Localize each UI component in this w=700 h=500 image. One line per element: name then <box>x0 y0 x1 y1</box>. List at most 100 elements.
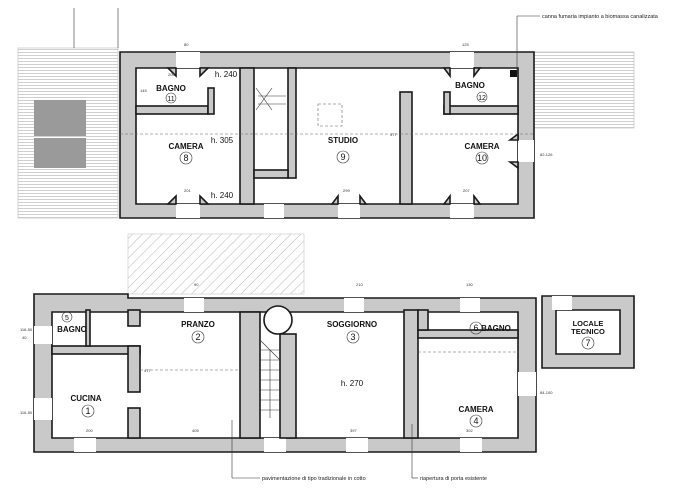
dimension-label: 201 <box>184 188 191 193</box>
room-height-soggiorno: h. 270 <box>341 379 364 388</box>
room-height-camera-8: h. 305 <box>211 136 234 145</box>
ground-staircase <box>259 339 281 418</box>
room-name-camera-4: CAMERA <box>458 405 493 414</box>
dimension-label: 84-100 <box>540 390 553 395</box>
window-splay <box>473 67 482 79</box>
door-gap <box>34 398 52 420</box>
room-number-circle <box>469 321 483 335</box>
room-name-camera-10: CAMERA <box>464 142 499 151</box>
ground-floor-plan: BAGNO 5 CUCINA 1 PRANZO 2 SOGGIORNO 3 h.… <box>20 282 635 482</box>
window-splay <box>442 67 451 79</box>
dimension-label: 116-50 <box>20 410 33 415</box>
dimension-label: 207 <box>463 188 470 193</box>
dimension-label: 477 <box>390 132 397 137</box>
room-number-5: 5 <box>65 315 69 322</box>
door-gap <box>346 438 368 452</box>
room-name-studio-9: STUDIO <box>328 136 358 145</box>
room-number-1: 1 <box>85 406 90 416</box>
room-name-camera-8: CAMERA <box>168 142 203 151</box>
room-name-bagno-6: BAGNO <box>481 324 511 333</box>
dimension-label: 116-50 <box>20 327 33 332</box>
room-number-circle <box>346 330 360 344</box>
upper-floor-plan: BAGNO 11 CAMERA 8 h. 305 STUDIO 9 BAGNO … <box>17 8 659 219</box>
dimension-label: 90 <box>194 282 199 287</box>
room-number-circle <box>81 404 95 418</box>
room-name-cucina-1: CUCINA <box>70 394 101 403</box>
room-number-3: 3 <box>350 332 355 342</box>
window-splay <box>359 193 368 205</box>
height-label: h. 240 <box>215 70 238 79</box>
interior-wall <box>85 309 91 347</box>
door-gap <box>264 204 284 218</box>
room-number-2: 2 <box>195 332 200 342</box>
room-number-circle <box>476 91 488 103</box>
door-gap <box>338 204 360 218</box>
interior-wall <box>127 345 141 393</box>
door-gap <box>518 140 534 162</box>
interior-wall <box>207 87 215 115</box>
dimension-label: 125 <box>462 42 469 47</box>
spiral-stair <box>263 305 293 335</box>
dimension-label: 82-126 <box>540 152 553 157</box>
dimension-label: 130 <box>466 282 473 287</box>
door-gap <box>264 438 286 452</box>
interior-wall <box>399 91 413 205</box>
dimension-label: 200 <box>86 428 93 433</box>
dimension-label: 40 <box>22 335 27 340</box>
dimension-label: 210 <box>356 282 363 287</box>
dimension-label: 405 <box>192 428 199 433</box>
dimension-label: 299 <box>343 188 350 193</box>
dimension-label: 302 <box>466 428 473 433</box>
room-number-circle <box>336 150 350 164</box>
interior-wall <box>403 309 419 439</box>
terrace-hatch <box>127 233 305 295</box>
interior-wall <box>51 345 141 355</box>
interior-wall <box>443 91 451 115</box>
window-splay <box>199 67 210 78</box>
interior-wall <box>127 407 141 439</box>
room-name-soggiorno-3: SOGGIORNO <box>327 320 377 329</box>
dimension-label: 477 <box>144 368 151 373</box>
door-gap <box>74 438 96 452</box>
interior-wall <box>135 105 209 115</box>
chimney-flue <box>510 70 517 77</box>
interior-wall <box>417 309 429 331</box>
room-name-bagno-12: BAGNO <box>455 81 485 90</box>
room-number-circle <box>191 330 205 344</box>
window-splay <box>166 67 177 78</box>
room-number-circle <box>61 311 73 323</box>
door-gap <box>450 204 474 218</box>
window-splay <box>507 132 519 141</box>
dimension-label: 397 <box>350 428 357 433</box>
room-number-circle <box>475 151 489 165</box>
left-roof-block <box>34 100 86 136</box>
interior-wall <box>279 333 297 439</box>
window-splay <box>166 194 177 205</box>
door-gap <box>176 204 200 218</box>
note-door-reopening: riapertura di porta esistente <box>420 476 487 482</box>
dimension-label: 145 <box>140 88 147 93</box>
interior-wall <box>287 67 297 179</box>
window-splay <box>199 194 210 205</box>
interior-wall <box>417 329 519 339</box>
locale-tecnico-wall <box>541 295 635 369</box>
room-number-circle <box>165 92 177 104</box>
door-gap <box>450 52 474 68</box>
room-number-7: 7 <box>585 338 590 348</box>
dimension-label: 80 <box>184 42 189 47</box>
window-splay <box>442 193 451 205</box>
door-gap <box>460 438 482 452</box>
room-number-12: 12 <box>478 95 486 102</box>
upper-staircase <box>255 87 286 111</box>
room-name-bagno-5: BAGNO <box>57 325 87 334</box>
door-gap <box>344 298 364 312</box>
left-roof-block <box>34 138 86 168</box>
skylight-outline <box>317 103 343 127</box>
room-number-10: 10 <box>477 153 487 163</box>
room-number-8: 8 <box>183 153 188 163</box>
room-number-circle <box>581 336 595 350</box>
room-name-bagno-11: BAGNO <box>156 84 186 93</box>
room-number-circle <box>469 414 483 428</box>
